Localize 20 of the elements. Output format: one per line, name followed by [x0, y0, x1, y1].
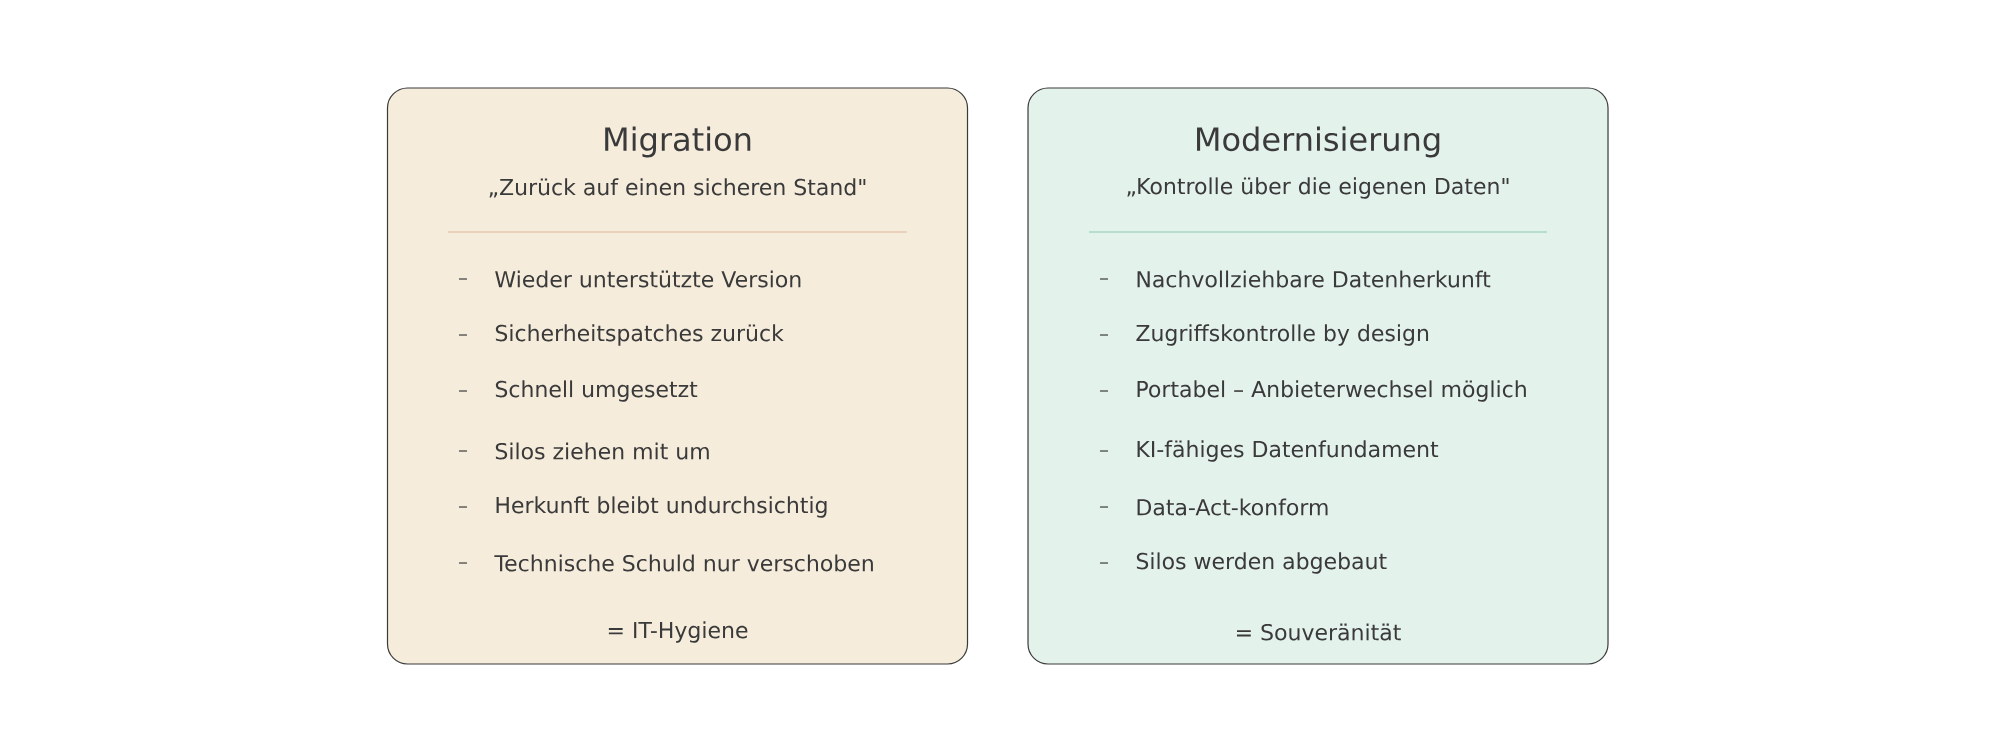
- card: [386, 87, 969, 665]
- list-item: Wieder unterstützte Version: [495, 270, 801, 288]
- card: [1027, 87, 1609, 665]
- card-subtitle: „Zurück auf einen sicheren Stand": [489, 178, 866, 198]
- list-item: Nachvollziehbare Datenherkunft: [1137, 270, 1491, 288]
- list-item: Herkunft bleibt undurchsichtig: [496, 496, 827, 518]
- card-title: Migration: [605, 126, 751, 158]
- list-item: KI-fähiges Datenfundament: [1137, 440, 1439, 462]
- summary-text: = Souveränität: [1237, 623, 1401, 641]
- list-item: Data-Act-konform: [1137, 498, 1328, 516]
- list-item: Silos ziehen mit um: [495, 442, 709, 460]
- list-item: Zugriffskontrolle by design: [1136, 324, 1429, 346]
- card-subtitle: „Kontrolle über die eigenen Daten": [1127, 177, 1509, 199]
- list-item: Sicherheitspatches zurück: [495, 324, 784, 346]
- list-item: Portabel – Anbieterwechsel möglich: [1137, 380, 1526, 402]
- list-item: Schnell umgesetzt: [495, 380, 698, 402]
- summary-text: = IT-Hygiene: [608, 621, 748, 643]
- list-item: Technische Schuld nur verschoben: [494, 554, 873, 572]
- card-title: Modernisierung: [1197, 126, 1440, 158]
- list-item: Silos werden abgebaut: [1136, 552, 1387, 574]
